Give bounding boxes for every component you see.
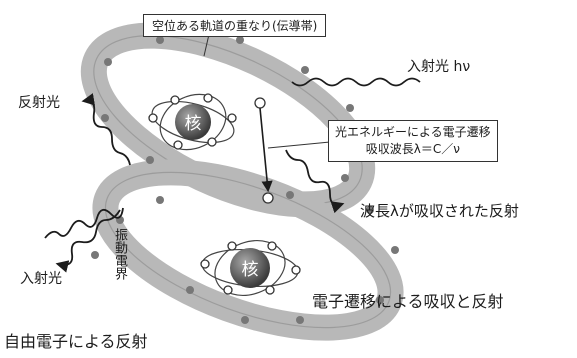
incident-light-left-ray [44,207,124,239]
reflected-light-ray [81,93,131,166]
conduction-band-label: 空位ある軌道の重なり(伝導帯) [152,19,318,33]
orbital-electrons [148,93,301,295]
vibration-field-label: 振動電界 [112,228,127,280]
band-electrons [91,36,399,324]
absorbed-reflection-ray [285,149,345,214]
transition-arrow [259,107,273,193]
transition-label-line2: 吸収波長λ＝C／ν [365,142,460,156]
wavelength-absorbed-label: 波長λが吸収された反射 [360,202,519,220]
nucleus-top-label: 核 [185,114,202,134]
incident-light-top-label: 入射光 hν [407,59,471,75]
nucleus-bottom [230,248,270,288]
absorption-reflection-label: 電子遷移による吸収と反射 [312,292,504,311]
free-electron-ray [55,209,121,273]
transition-label-box: 光エネルギーによる電子遷移 吸収波長λ＝C／ν [328,120,498,162]
nucleus-bottom-label: 核 [242,260,259,280]
free-electron-label: 自由電子による反射 [4,332,148,351]
transition-box-pointer [267,141,331,149]
transition-label-line1: 光エネルギーによる電子遷移 [335,125,491,139]
conduction-band-label-box: 空位ある軌道の重なり(伝導帯) [143,14,327,37]
incident-light-left-label: 入射光 [20,271,62,287]
incident-light-top-ray [291,77,421,87]
reflected-light-label: 反射光 [18,95,60,111]
nucleus-top [175,104,211,140]
